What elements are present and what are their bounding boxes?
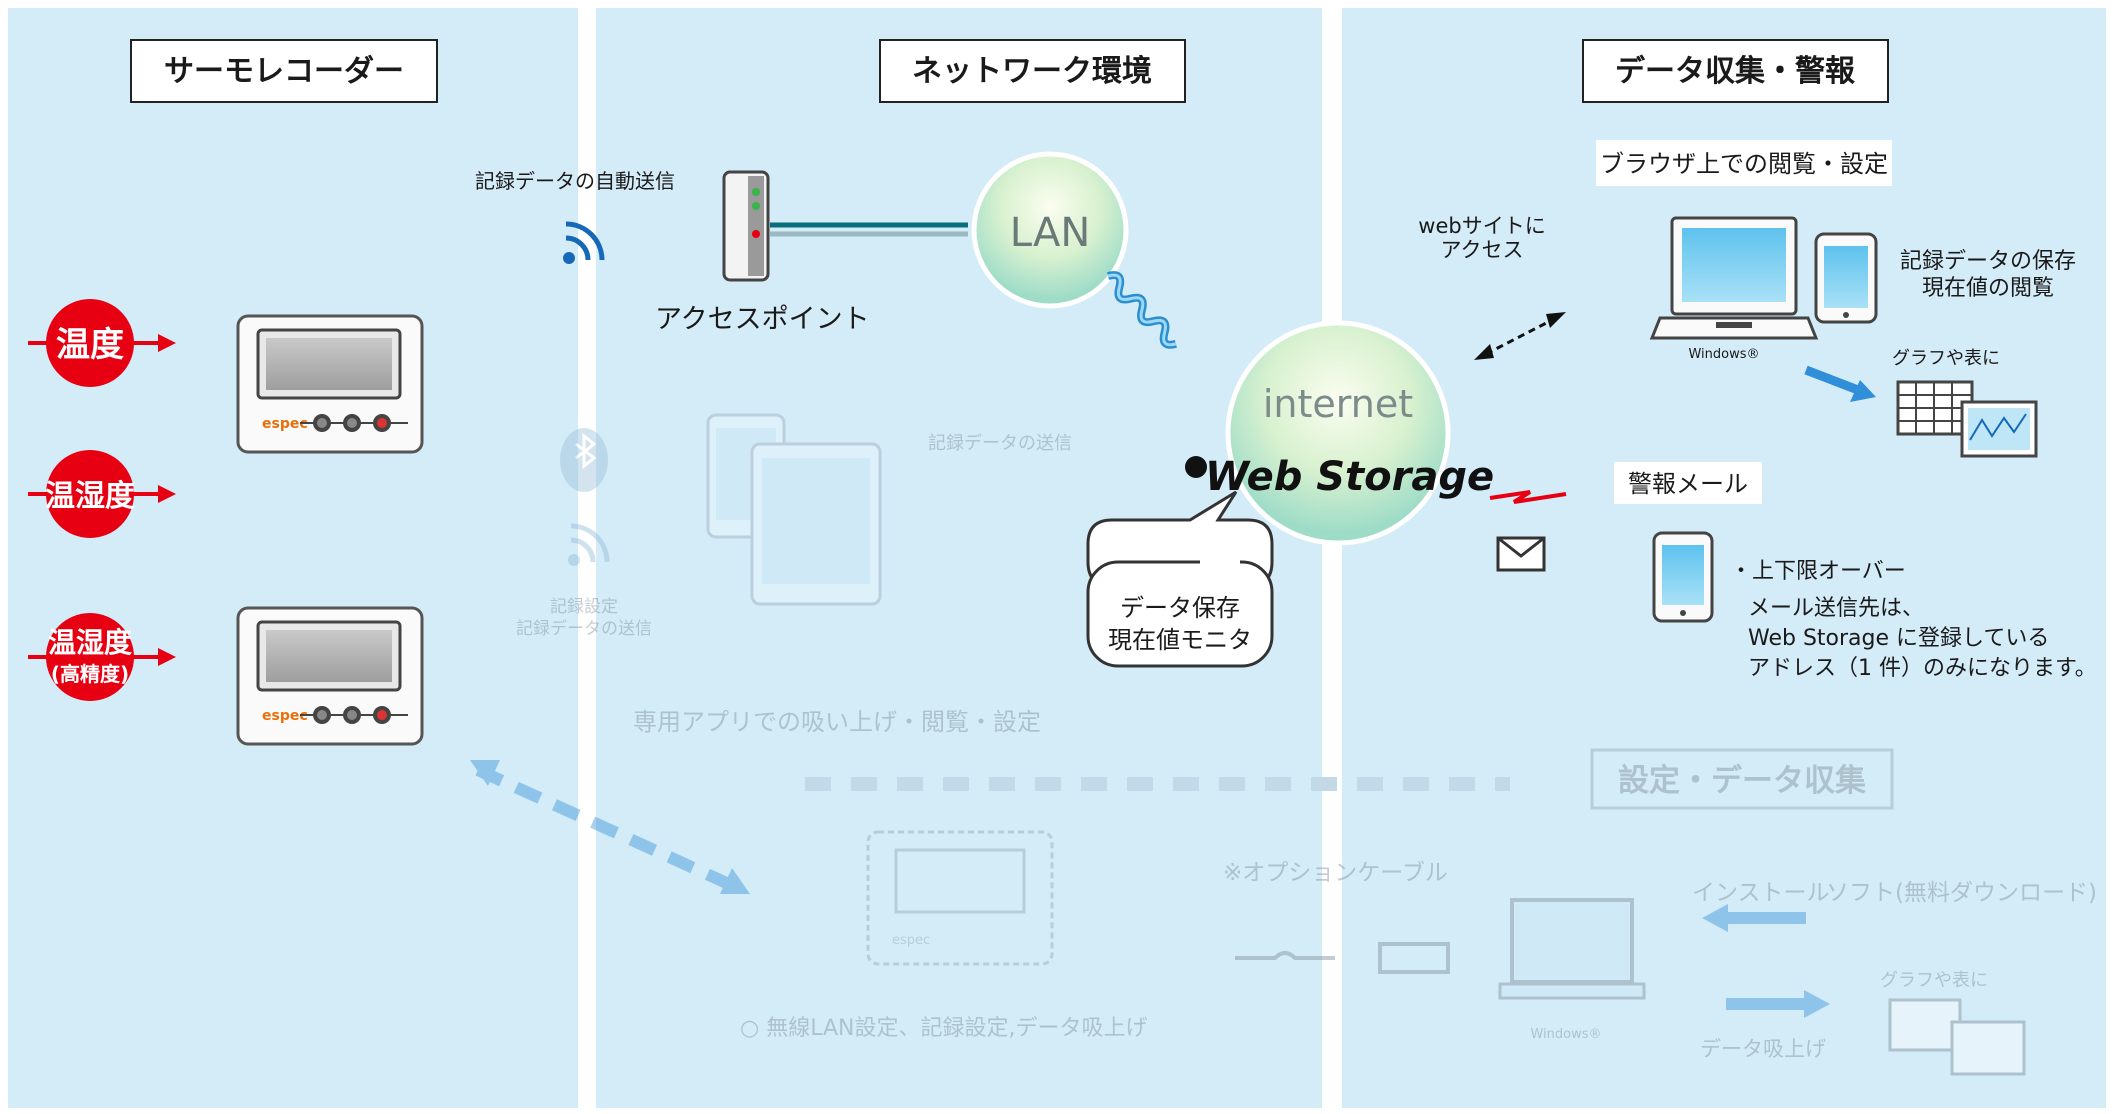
graph-arrow xyxy=(1804,365,1860,395)
phone-icon xyxy=(1652,531,1714,623)
sensor-label-precision: (高精度) xyxy=(51,662,129,686)
sensor-label-humidity-2: 温湿度 xyxy=(48,626,132,659)
tablet-icon-faded xyxy=(750,442,882,606)
web-storage-logo: Web Storage xyxy=(1205,454,1494,500)
collect-label: データ吸上げ xyxy=(1700,1037,1826,1061)
alarm-zap-icon xyxy=(1489,490,1567,504)
usb-note: ○ 無線LAN設定、記録設定,データ吸上げ xyxy=(740,1016,1147,1041)
section-title-network: ネットワーク環境 xyxy=(912,54,1152,89)
header-box-network xyxy=(879,39,1186,103)
graph-icon-faded xyxy=(1950,1020,2026,1076)
brand-logo: espec xyxy=(262,416,308,432)
mail-icon xyxy=(1496,536,1546,572)
faded-arrow-left xyxy=(1702,904,1728,932)
faded-app-label: 専用アプリでの吸い上げ・閲覧・設定 xyxy=(633,708,1041,736)
sensor-label-humidity: 温湿度 xyxy=(45,479,135,514)
laptop-icon-faded xyxy=(1510,898,1634,984)
browser-label: ブラウザ上での閲覧・設定 xyxy=(1600,150,1888,178)
faded-arrow-right xyxy=(1726,998,1806,1010)
alarm-line-1: ・上下限オーバー xyxy=(1730,559,1906,584)
section-title-recorder: サーモレコーダー xyxy=(164,54,404,89)
graph-icon xyxy=(1960,400,2038,458)
graph-label: グラフや表に xyxy=(1892,348,2000,369)
software-label: ソフト(無料ダウンロード) xyxy=(1826,880,2097,906)
install-label: インストール xyxy=(1692,880,1830,906)
internet-globe xyxy=(1225,320,1451,546)
header-box-collection xyxy=(1582,39,1889,103)
recorder-device-2: espec xyxy=(236,606,424,746)
alarm-line-4: アドレス（1 件）のみになります。 xyxy=(1748,656,2097,681)
section-title-collection: データ収集・警報 xyxy=(1615,54,1856,89)
usb-cable-icon xyxy=(1235,951,1335,960)
faded-send-label: 記録データの送信 xyxy=(928,433,1072,454)
sensor-label-temp: 温度 xyxy=(56,325,124,365)
collection-panel xyxy=(1342,8,2106,1108)
alarm-line-2: メール送信先は、 xyxy=(1748,596,1924,621)
windows-label-faded: Windows® xyxy=(1530,1027,1601,1042)
faded-app-section: 記録データの送信 記録設定 記録データの送信 専用アプリでの吸い上げ・閲覧・設定 xyxy=(470,413,1072,896)
access-line-2: アクセス xyxy=(1441,238,1524,262)
web-access-arrow xyxy=(1485,316,1557,356)
browser-label-box xyxy=(1596,140,1892,186)
table-icon-faded xyxy=(1888,998,1962,1052)
auto-send-label: 記録データの自動送信 xyxy=(475,169,675,193)
faded-settings-2: 記録データの送信 xyxy=(516,618,652,639)
graph-label-faded: グラフや表に xyxy=(1880,970,1988,991)
sensor-humidity-precision: 温湿度 (高精度) xyxy=(28,613,176,701)
access-point-icon xyxy=(722,170,770,282)
bubble-line-2: 現在値モニタ xyxy=(1108,626,1252,654)
access-point-label: アクセスポイント xyxy=(655,304,870,335)
wifi-icon-faded xyxy=(568,554,580,566)
windows-label: Windows® xyxy=(1688,347,1759,362)
alarm-line-3: Web Storage に登録している xyxy=(1748,626,2049,651)
tablet-icon xyxy=(1814,232,1878,324)
cable-label: ※オプションケーブル xyxy=(1223,860,1448,886)
faded-dashed-arrow xyxy=(475,764,745,896)
recorder-panel xyxy=(8,8,578,1108)
save-line-2: 現在値の閲覧 xyxy=(1922,276,2054,301)
brand-logo: espec xyxy=(262,708,308,724)
bluetooth-icon xyxy=(575,432,597,470)
internet-label: internet xyxy=(1263,382,1413,426)
sensor-humidity: 温湿度 xyxy=(28,450,176,538)
wifi-icon xyxy=(563,221,605,264)
recorder-device-1: espec xyxy=(236,314,424,454)
lan-globe xyxy=(971,151,1129,309)
save-line-1: 記録データの保存 xyxy=(1900,249,2076,274)
access-line-1: webサイトに xyxy=(1418,214,1545,238)
alarm-label-box xyxy=(1614,462,1762,504)
globe-icon xyxy=(1185,456,1207,478)
alarm-label: 警報メール xyxy=(1628,470,1748,498)
header-box-recorder xyxy=(130,39,438,103)
setup-box-label: 設定・データ収集 xyxy=(1618,763,1866,799)
faded-brand: espec xyxy=(892,933,930,948)
bubble-line-1: データ保存 xyxy=(1120,594,1240,622)
faded-settings-1: 記録設定 xyxy=(550,597,618,617)
lan-label: LAN xyxy=(1010,210,1091,256)
table-icon xyxy=(1896,380,1974,436)
laptop-icon xyxy=(1649,216,1819,340)
faded-setup-section: espec ○ 無線LAN設定、記録設定,データ吸上げ ※オプションケーブル 設… xyxy=(740,748,2097,1076)
phone-icon-faded xyxy=(706,413,786,539)
sensor-temp: 温度 xyxy=(28,299,176,387)
